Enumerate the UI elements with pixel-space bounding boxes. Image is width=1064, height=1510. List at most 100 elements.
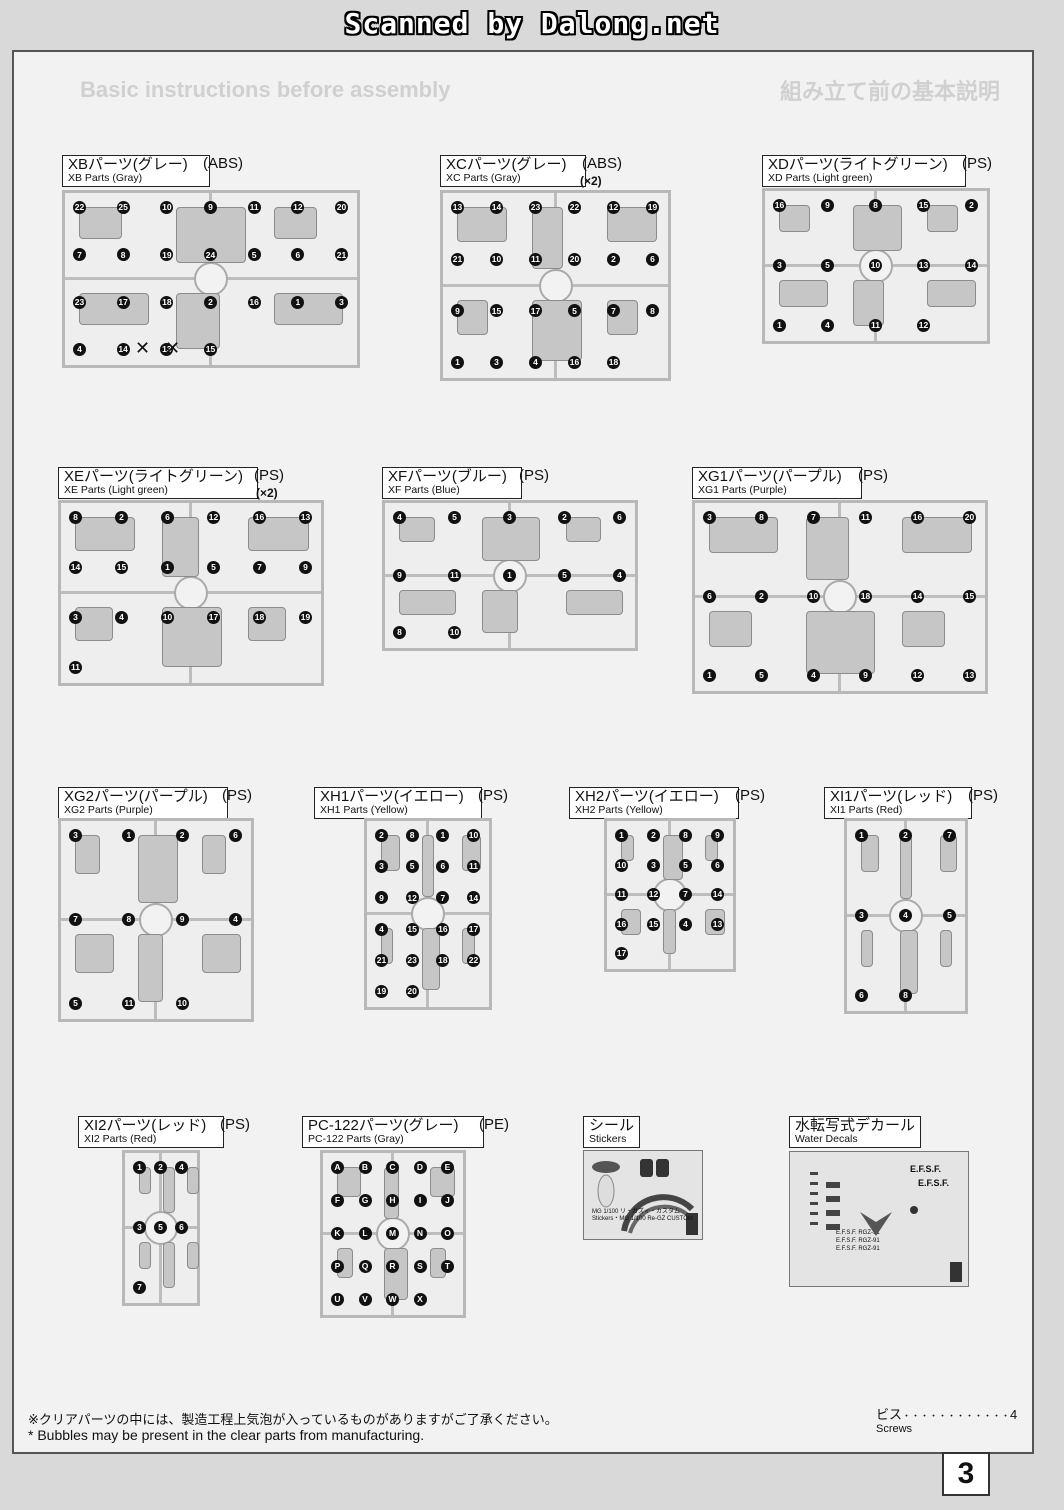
part-number-marker: 9 (393, 568, 406, 582)
screws-label-jp: ビス (876, 1407, 903, 1422)
part-number-marker: 18 (607, 356, 620, 369)
part-number-marker: 25 (116, 201, 130, 214)
clear-parts-note-jp: ※クリアパーツの中には、製造工程上気泡が入っているものがありますがご了承ください… (28, 1412, 558, 1427)
part-number-marker: 7 (69, 913, 82, 926)
decal-efsf-4: E.F.S.F. RGZ-91 (836, 1238, 880, 1244)
sprue-label-jp: PC-122パーツ(グレー) (308, 1117, 459, 1134)
part-number-marker: 5 (821, 259, 834, 272)
sprue-part (805, 517, 849, 581)
part-number-marker: 5 (448, 511, 461, 524)
part-number-marker: T (441, 1260, 454, 1273)
sprue-part (861, 930, 873, 967)
part-number-marker: 6 (436, 860, 450, 874)
part-number-marker: 2 (558, 511, 571, 524)
part-number-marker: 22 (467, 953, 480, 967)
part-number-marker: O (441, 1227, 454, 1240)
part-number-marker: 21 (451, 252, 464, 266)
part-number-marker: 5 (679, 858, 692, 872)
part-number-marker: 10 (175, 997, 189, 1010)
part-number-marker: 7 (73, 248, 86, 262)
part-number-marker: S (413, 1260, 427, 1273)
runner-hub (194, 262, 228, 296)
part-number-marker: 16 (253, 511, 266, 524)
part-number-marker: 17 (467, 922, 480, 936)
sprue-label-xb: XBパーツ(グレー)XB Parts (Gray) (62, 155, 210, 187)
part-number-marker: 1 (291, 295, 305, 309)
part-number-marker: 4 (529, 356, 542, 369)
part-number-marker: 3 (703, 511, 716, 524)
decal-sheet-art (810, 1172, 962, 1282)
bleed-through-title: Basic instructions before assembly 組み立て前… (80, 70, 1000, 110)
part-number-marker: 14 (69, 561, 82, 574)
part-number-marker: 2 (755, 590, 768, 603)
part-number-marker: 4 (393, 511, 406, 524)
part-number-marker: 14 (490, 201, 503, 214)
part-number-marker: 8 (646, 304, 659, 318)
sprue-material: (PS) (519, 467, 549, 484)
part-number-marker: 11 (859, 511, 872, 524)
part-number-marker: 10 (615, 858, 628, 872)
part-number-marker: 15 (963, 590, 976, 603)
stickers-label-jp: シール (589, 1117, 635, 1134)
part-number-marker: 22 (568, 201, 581, 214)
part-number-marker: 20 (963, 511, 976, 524)
part-number-marker: 6 (703, 590, 716, 603)
part-number-marker: 3 (133, 1221, 146, 1234)
part-number-marker: 13 (299, 511, 312, 524)
part-number-marker: 2 (154, 1161, 167, 1174)
sprue-label-xh1: XH1パーツ(イエロー)XH1 Parts (Yellow) (314, 787, 482, 819)
scan-credit: Scanned by Dalong.net (344, 6, 720, 40)
part-number-marker: 5 (568, 304, 581, 318)
part-number-marker: 8 (755, 511, 768, 524)
part-number-marker: 11 (615, 888, 628, 901)
part-number-marker: 6 (161, 511, 174, 524)
part-number-marker: 18 (859, 590, 872, 603)
part-number-marker: 4 (807, 669, 820, 682)
decals-block: 水転写式デカール Water Decals (789, 1116, 949, 1148)
sticker-caption-en: Stickers・MG 1/100 Re-GZ CUSTOM (592, 1216, 693, 1223)
part-number-marker: 9 (204, 201, 217, 214)
part-number-marker: 2 (965, 199, 978, 212)
sprue-label-xd: XDパーツ(ライトグリーン)XD Parts (Light green) (762, 155, 966, 187)
decal-efsf-3: E.F.S.F. RGZ-91 (836, 1230, 880, 1236)
sprue-label-jp: XG1パーツ(パープル) (698, 468, 842, 485)
sprue-label-en: XI1 Parts (Red) (830, 803, 903, 816)
sprue-quantity: (×2) (580, 174, 602, 188)
part-number-marker: 7 (679, 888, 692, 901)
part-number-marker: 22 (73, 201, 86, 214)
part-number-marker: 14 (965, 259, 978, 272)
ghost-title-en: Basic instructions before assembly (80, 77, 451, 102)
sprue-material: (PS) (968, 787, 998, 804)
sprue-part (421, 835, 434, 898)
part-number-marker: 10 (807, 590, 820, 603)
sprue-label-en: XG1 Parts (Purple) (698, 483, 787, 496)
part-number-marker: 5 (405, 860, 419, 874)
part-number-marker: 4 (73, 343, 86, 356)
sprue-material: (PE) (479, 1116, 509, 1133)
sprue-part (861, 835, 879, 872)
decals-label-jp: 水転写式デカール (795, 1117, 916, 1134)
part-number-marker: 18 (436, 953, 450, 967)
part-number-marker: 11 (122, 997, 136, 1010)
sprue-label-jp: XH1パーツ(イエロー) (320, 788, 464, 805)
part-number-marker: 3 (503, 511, 516, 524)
part-number-marker: 1 (503, 568, 516, 582)
unused-part-x-mark: ✕ (165, 338, 181, 358)
sprue-part (709, 611, 753, 647)
sprue-part (163, 1167, 175, 1214)
sprue-part (176, 207, 247, 263)
sprue-material: (ABS) (203, 155, 244, 172)
part-number-marker: 14 (116, 343, 130, 356)
stickers-block: シール Stickers (583, 1116, 703, 1246)
decals-label-en: Water Decals (795, 1132, 858, 1145)
decal-sheet: E.F.S.F. E.F.S.F. E.F.S.F. RGZ-91 E.F.S.… (789, 1151, 969, 1287)
sprue-part (138, 934, 164, 1002)
sprue-part (853, 280, 884, 327)
decal-efsf-5: E.F.S.F. RGZ-91 (836, 1246, 880, 1252)
part-number-marker: 2 (175, 829, 189, 842)
sprue-part (79, 293, 149, 325)
